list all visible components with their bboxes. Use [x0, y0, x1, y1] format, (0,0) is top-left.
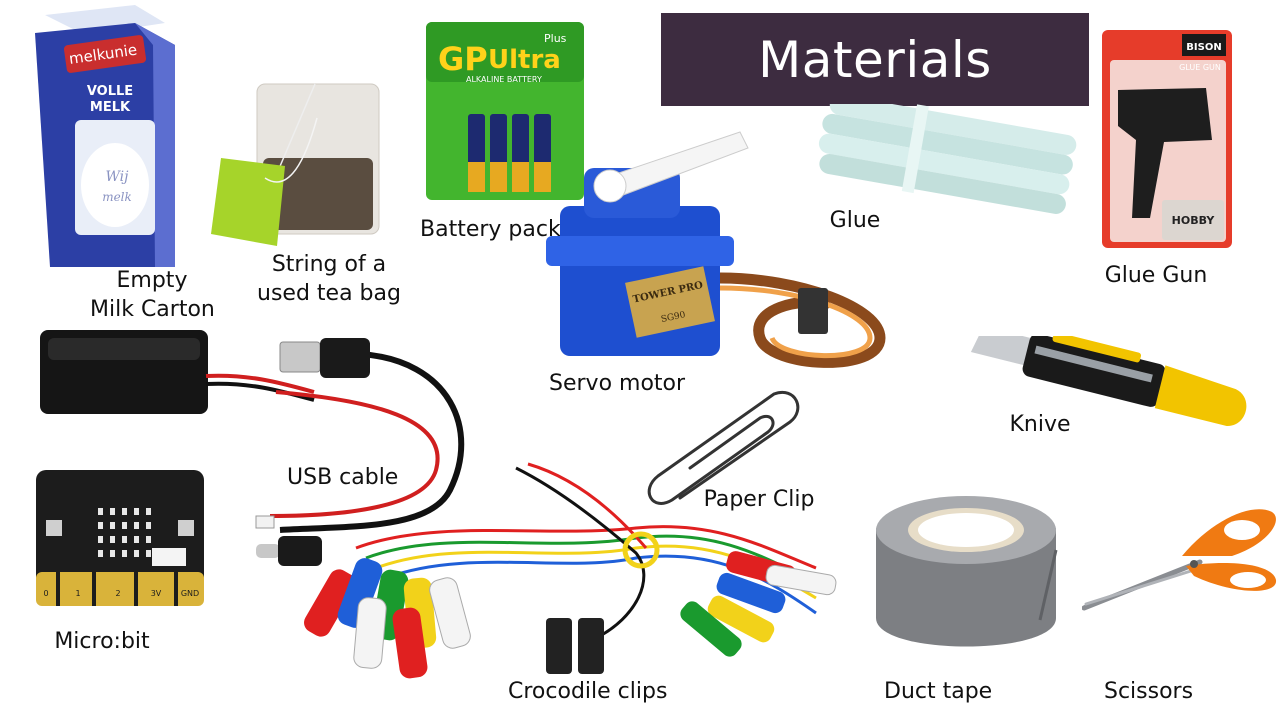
- servo-motor-image: TOWER PRO SG90: [540, 128, 900, 378]
- svg-text:Plus: Plus: [544, 32, 567, 45]
- glue-gun-label: Glue Gun: [1104, 263, 1208, 288]
- svg-text:VOLLE: VOLLE: [87, 84, 133, 99]
- glue-sticks-image: [808, 104, 1083, 214]
- svg-text:GP: GP: [438, 40, 488, 78]
- svg-text:HOBBY: HOBBY: [1172, 214, 1216, 227]
- milk-carton-label-line1: Empty: [116, 268, 188, 293]
- svg-text:Wij: Wij: [106, 169, 130, 185]
- svg-text:melk: melk: [102, 190, 132, 204]
- svg-text:Ultra: Ultra: [488, 45, 561, 75]
- milk-carton-label-line2: Milk Carton: [90, 297, 215, 322]
- svg-text:1: 1: [75, 589, 80, 598]
- battery-pack-label: Battery pack: [420, 217, 561, 242]
- paper-clip-image: [640, 386, 810, 506]
- svg-text:0: 0: [43, 589, 48, 598]
- paper-clip-label: Paper Clip: [703, 487, 815, 512]
- crocodile-clips-image: [296, 458, 846, 683]
- slide-title: Materials: [758, 30, 992, 89]
- svg-text:ALKALINE BATTERY: ALKALINE BATTERY: [466, 75, 542, 84]
- svg-text:GLUE GUN: GLUE GUN: [1179, 63, 1221, 72]
- svg-text:BISON: BISON: [1186, 42, 1221, 53]
- svg-text:MELK: MELK: [90, 100, 131, 115]
- crocodile-clips-label: Crocodile clips: [508, 679, 668, 704]
- duct-tape-label: Duct tape: [884, 679, 993, 704]
- tea-bag-label-line1: String of a: [271, 252, 387, 277]
- svg-text:2: 2: [115, 589, 120, 598]
- microbit-image: 0 1 2 3V GND: [34, 468, 206, 608]
- slide-title-banner: Materials: [661, 13, 1089, 106]
- scissors-image: [1082, 500, 1280, 612]
- glue-label: Glue: [829, 208, 881, 233]
- usb-cable-image: [250, 330, 510, 580]
- svg-text:3V: 3V: [151, 589, 162, 598]
- knife-label: Knive: [1009, 412, 1071, 437]
- milk-carton-label: Empty Milk Carton: [90, 266, 215, 324]
- tea-bag-label-line2: used tea bag: [257, 281, 401, 306]
- battery-holder-image: [38, 328, 318, 420]
- tea-bag-label: String of a used tea bag: [256, 250, 402, 308]
- tea-bag-image: [205, 78, 385, 268]
- duct-tape-image: [870, 490, 1065, 660]
- servo-motor-label: Servo motor: [549, 371, 686, 396]
- knife-image: [962, 336, 1252, 442]
- svg-text:GND: GND: [181, 589, 199, 598]
- usb-cable-label: USB cable: [287, 465, 399, 490]
- glue-gun-image: BISON GLUE GUN HOBBY: [1102, 30, 1234, 250]
- microbit-label: Micro:bit: [54, 629, 150, 654]
- milk-carton-image: melkunie VOLLE MELK Wij melk: [25, 5, 185, 267]
- battery-pack-image: GP Ultra Plus ALKALINE BATTERY: [426, 22, 586, 202]
- scissors-label: Scissors: [1104, 679, 1194, 704]
